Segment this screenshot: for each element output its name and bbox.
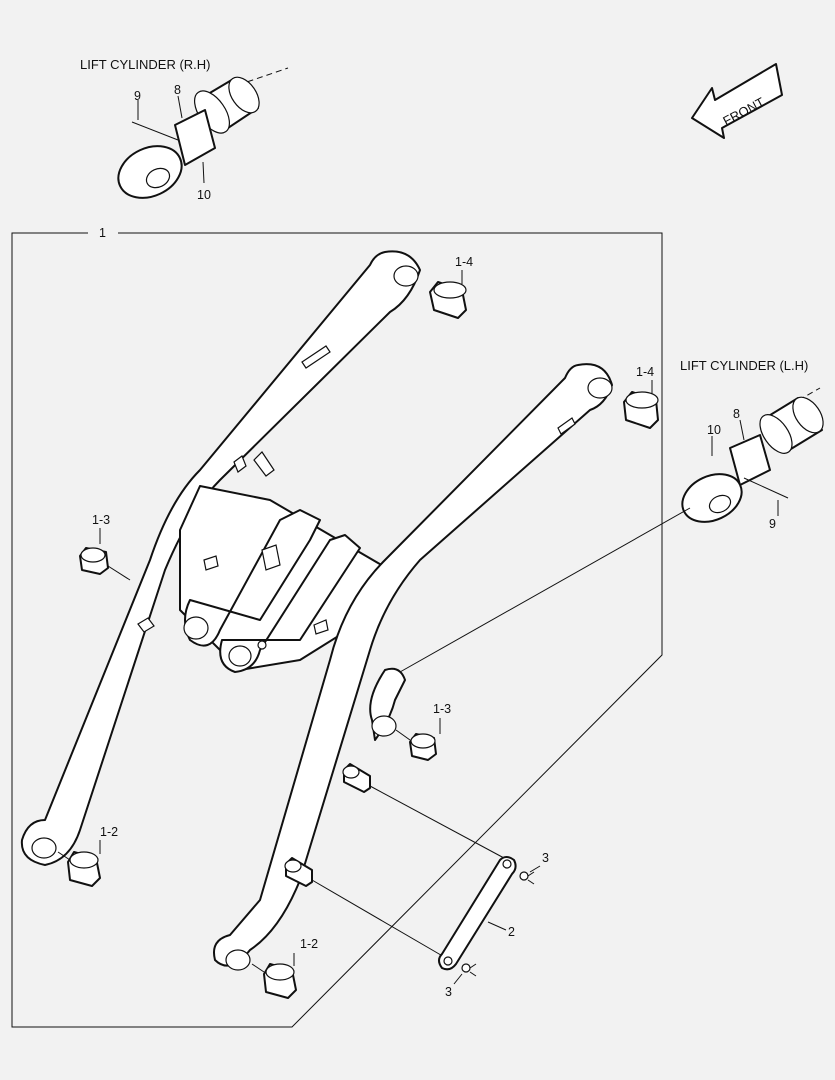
bushing-mid-front <box>409 733 437 761</box>
bushing-mid-rear <box>79 547 109 575</box>
boom-arm-rear <box>20 250 421 866</box>
lift-cylinder-lh <box>681 387 824 523</box>
callout-rh-pin-9: 9 <box>134 89 141 103</box>
callout-clip-bottom-3: 3 <box>445 985 452 999</box>
clip-bottom <box>461 963 477 977</box>
front-arrow-icon: FRONT <box>691 63 783 139</box>
link-pin-upper <box>342 763 371 793</box>
clip-top <box>519 871 535 885</box>
boom-cross-member <box>179 485 391 673</box>
callout-rh-bolt-10: 10 <box>197 188 211 202</box>
callout-bushing-bottom-front: 1-2 <box>300 937 318 951</box>
bushing-top-rear <box>429 281 467 319</box>
boom-arm-front <box>213 363 613 971</box>
link-pin-lower <box>284 857 313 887</box>
callout-assembly-1: 1 <box>99 226 106 240</box>
callout-rh-bracket-8: 8 <box>174 83 181 97</box>
callout-link-2: 2 <box>508 925 515 939</box>
callout-bushing-top-front: 1-4 <box>636 365 654 379</box>
callout-bushing-bottom-rear: 1-2 <box>100 825 118 839</box>
link-bar <box>438 856 517 971</box>
callout-lh-pin-9: 9 <box>769 517 776 531</box>
title-lift-cylinder-lh: LIFT CYLINDER (L.H) <box>680 358 808 373</box>
bushing-bottom-rear <box>67 851 101 887</box>
callout-bushing-mid-front: 1-3 <box>433 702 451 716</box>
lift-cylinder-rh <box>117 67 289 199</box>
callout-lh-bracket-8: 8 <box>733 407 740 421</box>
callout-clip-top-3: 3 <box>542 851 549 865</box>
assembly-frame <box>11 232 663 1028</box>
bushing-top-front <box>623 391 659 429</box>
callout-bushing-top-rear: 1-4 <box>455 255 473 269</box>
callout-bushing-mid-rear: 1-3 <box>92 513 110 527</box>
title-lift-cylinder-rh: LIFT CYLINDER (R.H) <box>80 57 211 72</box>
callout-lh-bolt-10: 10 <box>707 423 721 437</box>
bushing-bottom-front <box>263 963 297 999</box>
